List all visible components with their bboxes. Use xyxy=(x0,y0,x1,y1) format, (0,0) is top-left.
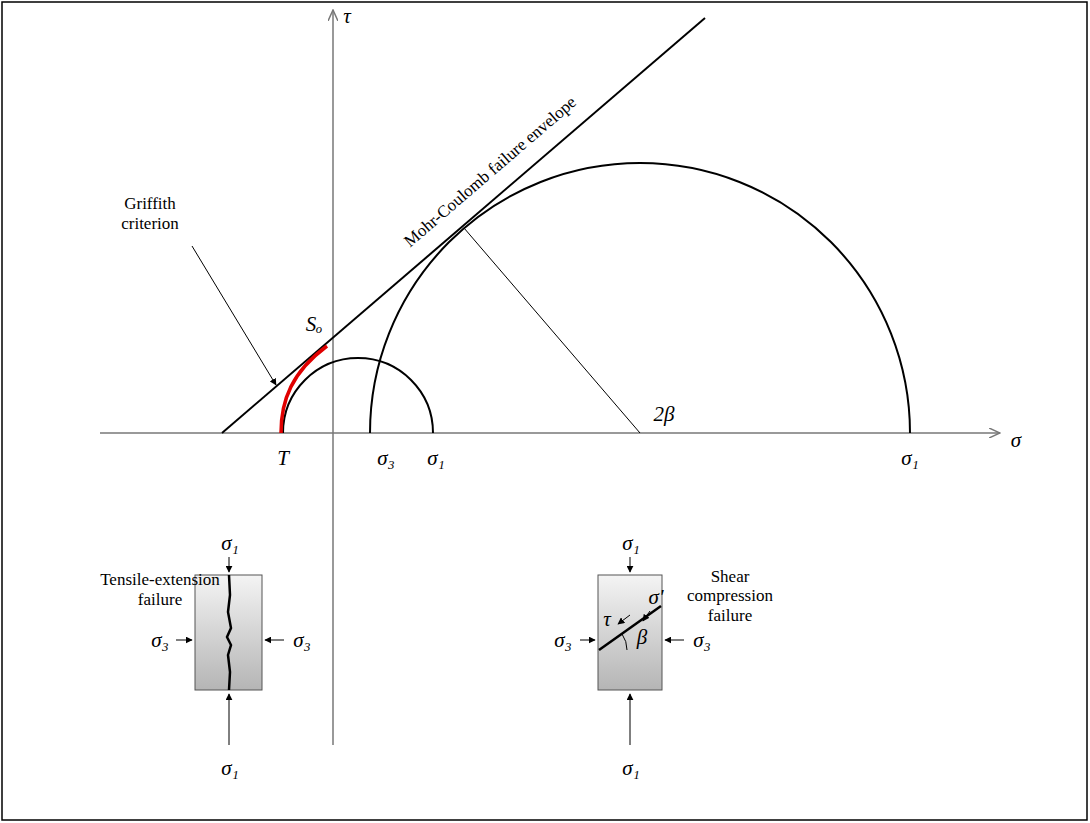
stress-label: σ₁ xyxy=(427,446,445,470)
angle-label: 2β xyxy=(654,402,675,426)
stress-label: σ₁ xyxy=(221,531,239,555)
force-arrow xyxy=(630,557,631,572)
force-arrow xyxy=(229,557,230,572)
force-arrow xyxy=(176,640,192,641)
failure-mode-label: Tensile-extension failure xyxy=(85,570,235,609)
stress-label: σ₃ xyxy=(377,446,395,470)
stress-label: σ₃ xyxy=(554,628,572,652)
force-arrow xyxy=(265,640,284,641)
angle-arc xyxy=(622,634,627,650)
force-arrow xyxy=(665,640,684,641)
shear-stress-arrow xyxy=(618,615,630,624)
axis-label: τ xyxy=(343,4,351,28)
stress-label: σ₁ xyxy=(622,756,640,780)
stress-label: σ₁ xyxy=(901,446,919,470)
leader-line xyxy=(192,246,276,385)
intercept-label: Sₒ xyxy=(306,312,323,336)
radius-line xyxy=(464,228,640,433)
normal-stress-arrow xyxy=(643,611,650,621)
stress-label: σ₁ xyxy=(221,756,239,780)
criterion-label: Griffith criterion xyxy=(105,194,195,233)
force-arrow xyxy=(229,694,230,745)
force-arrow xyxy=(630,694,631,745)
stress-label: σ₃ xyxy=(693,628,711,652)
failure-mode-label: Shear compression failure xyxy=(675,567,785,626)
stress-label: σ₃ xyxy=(293,628,311,652)
stress-label: σ' xyxy=(649,585,664,609)
mohr-circle-small xyxy=(283,358,433,433)
sigma-axis xyxy=(100,432,1000,434)
extension-crack xyxy=(227,575,231,690)
stress-label: σ₃ xyxy=(151,628,169,652)
stress-label: τ xyxy=(603,607,611,631)
envelope-label: Mohr-Coulomb failure envelope xyxy=(400,93,580,252)
shear-plane xyxy=(599,606,661,650)
force-arrow xyxy=(580,640,595,641)
griffith-curve xyxy=(281,346,327,433)
stress-label: σ₁ xyxy=(622,531,640,555)
tau-axis xyxy=(332,10,334,745)
intercept-label: T xyxy=(277,446,289,470)
axis-label: σ xyxy=(1011,428,1021,452)
specimen-tensile xyxy=(195,575,262,690)
mohr-coulomb-line xyxy=(222,18,705,433)
angle-label: β xyxy=(637,625,647,649)
